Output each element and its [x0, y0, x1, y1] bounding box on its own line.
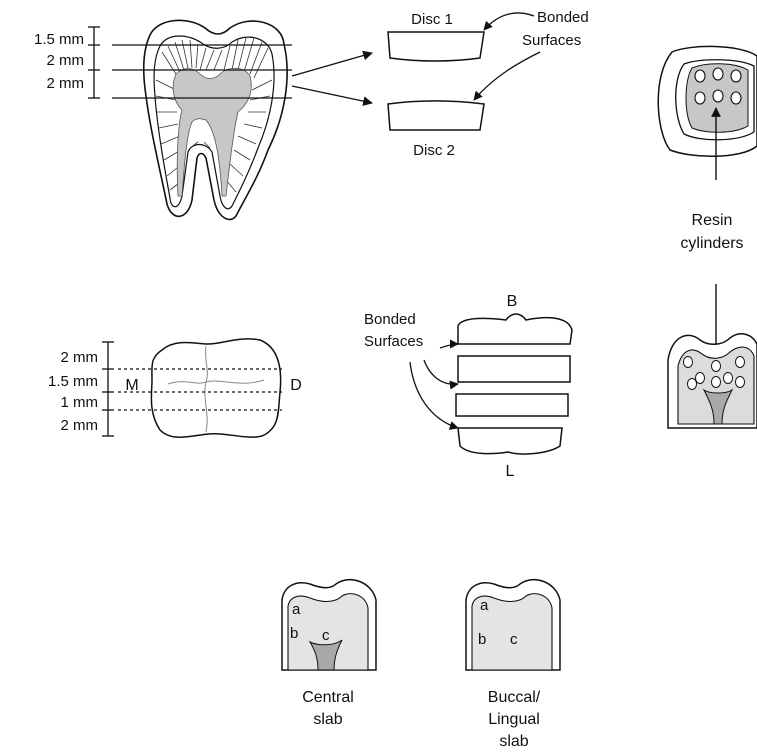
panel-tooth-section: 1.5 mm 2 mm 2 mm Disc 1 Disc 2 Bonded Su… — [34, 9, 589, 219]
dim-label-2: 2 mm — [47, 52, 85, 69]
panel-occlusal-view: 2 mm 1.5 mm 1 mm 2 mm M D — [48, 339, 302, 437]
occlusal-dim-4: 2 mm — [61, 417, 99, 434]
resin-label-2: cylinders — [680, 235, 743, 252]
panel-buccal-lingual-slab: a b c Buccal/ Lingual slab — [466, 580, 560, 750]
occlusal-dim-3: 1 mm — [61, 394, 99, 411]
central-region-a: a — [292, 601, 301, 618]
central-region-b: b — [290, 625, 298, 642]
lingual-label: L — [506, 463, 515, 480]
distal-label: D — [290, 377, 302, 394]
slab-middle-2 — [456, 394, 568, 416]
occlusal-outline — [151, 339, 280, 437]
slab-lingual — [458, 428, 562, 454]
resin-label-1: Resin — [692, 212, 733, 229]
bl-caption-3: slab — [499, 733, 528, 750]
occlusal-dim-2: 1.5 mm — [48, 373, 98, 390]
central-caption-2: slab — [313, 711, 342, 728]
panel-central-slab: a b c Central slab — [282, 580, 376, 728]
dim-label-1: 1.5 mm — [34, 31, 84, 48]
mesial-label: M — [125, 377, 138, 394]
bonded-surfaces-label-2b: Surfaces — [364, 333, 423, 350]
disc-2-label: Disc 2 — [413, 142, 455, 159]
bonded-arrow-slab-2 — [424, 360, 458, 384]
arrow-to-disc-2 — [292, 86, 372, 103]
bl-caption-2: Lingual — [488, 711, 540, 728]
bl-region-b: b — [478, 631, 486, 648]
occlusal-dim-1: 2 mm — [61, 349, 99, 366]
bonded-arrow-slab-1 — [440, 344, 458, 348]
bl-caption-1: Buccal/ — [488, 689, 541, 706]
panel-resin-cylinders: Resin cylinders — [658, 46, 757, 428]
bl-region-c: c — [510, 631, 518, 648]
arrow-to-disc-1 — [292, 53, 372, 76]
dim-label-3: 2 mm — [47, 75, 85, 92]
bonded-arrow-disc-1 — [484, 13, 534, 30]
central-region-c: c — [322, 627, 330, 644]
buccal-label: B — [507, 293, 518, 310]
bonded-surfaces-label-1a: Bonded — [537, 9, 589, 26]
central-caption-1: Central — [302, 689, 354, 706]
slab-buccal — [458, 314, 572, 344]
disc-1-label: Disc 1 — [411, 11, 453, 28]
dimension-bracket-occlusal — [102, 342, 114, 436]
bl-region-a: a — [480, 597, 489, 614]
disc-2 — [388, 101, 484, 130]
bonded-surfaces-label-1b: Surfaces — [522, 32, 581, 49]
slab-middle-1 — [458, 356, 570, 382]
panel-bl-slabs: B L Bonded Surfaces — [364, 293, 572, 480]
bonded-surfaces-label-2a: Bonded — [364, 311, 416, 328]
bonded-arrow-disc-2 — [474, 52, 540, 100]
disc-1 — [388, 32, 484, 61]
dimension-bracket — [88, 27, 100, 98]
bonded-arrow-slab-3 — [410, 362, 458, 428]
